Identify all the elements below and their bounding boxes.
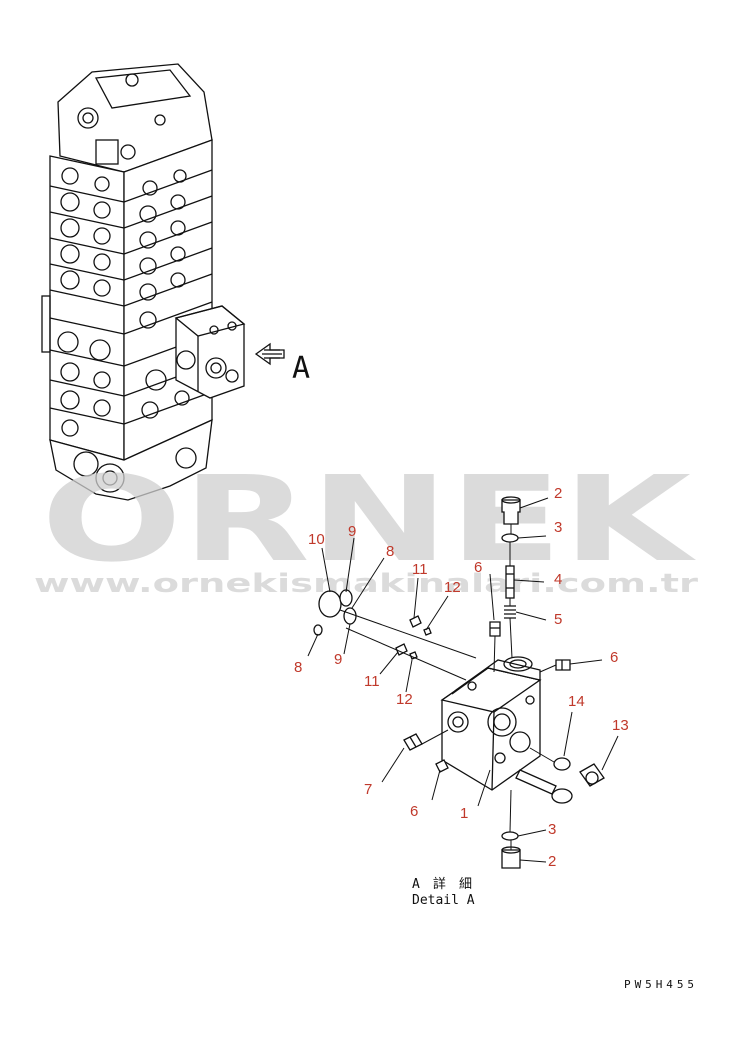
callout-number: 12 — [444, 579, 461, 596]
callout-number: 6 — [410, 803, 418, 820]
callout-number: 5 — [554, 611, 562, 628]
callout-number: 2 — [548, 853, 556, 870]
callout-number: 1 — [460, 805, 468, 822]
watermark-brand: ORNEK — [41, 450, 697, 588]
callout-number: 8 — [294, 659, 302, 676]
control-valve-assembly — [41, 63, 246, 501]
callout-number: 10 — [308, 531, 325, 548]
callout-number: 3 — [548, 821, 556, 838]
callout-number: 8 — [386, 543, 394, 560]
callout-number: 4 — [554, 571, 562, 588]
callout-number: 9 — [348, 523, 356, 540]
callout-number: 12 — [396, 691, 413, 708]
callout-number: 13 — [612, 717, 629, 734]
drawing-code: PW5H455 — [624, 978, 694, 991]
watermark-url: www.ornekismakinalari.com.tr — [34, 569, 698, 599]
callout-number: 6 — [474, 559, 482, 576]
callout-number: 2 — [554, 485, 562, 502]
view-arrow-icon — [254, 342, 285, 366]
callout-number: 9 — [334, 651, 342, 668]
callout-number: 6 — [610, 649, 618, 666]
detail-caption-en: Detail A — [412, 893, 475, 908]
callout-number: 11 — [412, 561, 428, 578]
detail-a-exploded-view — [307, 496, 619, 869]
callout-number: 11 — [364, 673, 380, 690]
callout-number: 14 — [568, 693, 585, 710]
view-label: A — [292, 351, 310, 386]
callout-number: 7 — [364, 781, 372, 798]
callout-labels: 2 3 4 5 6 6 6 14 13 1 3 2 7 10 9 8 11 12… — [294, 485, 629, 870]
callout-number: 3 — [554, 519, 562, 536]
detail-caption-jp: A 詳 細 — [412, 876, 472, 892]
